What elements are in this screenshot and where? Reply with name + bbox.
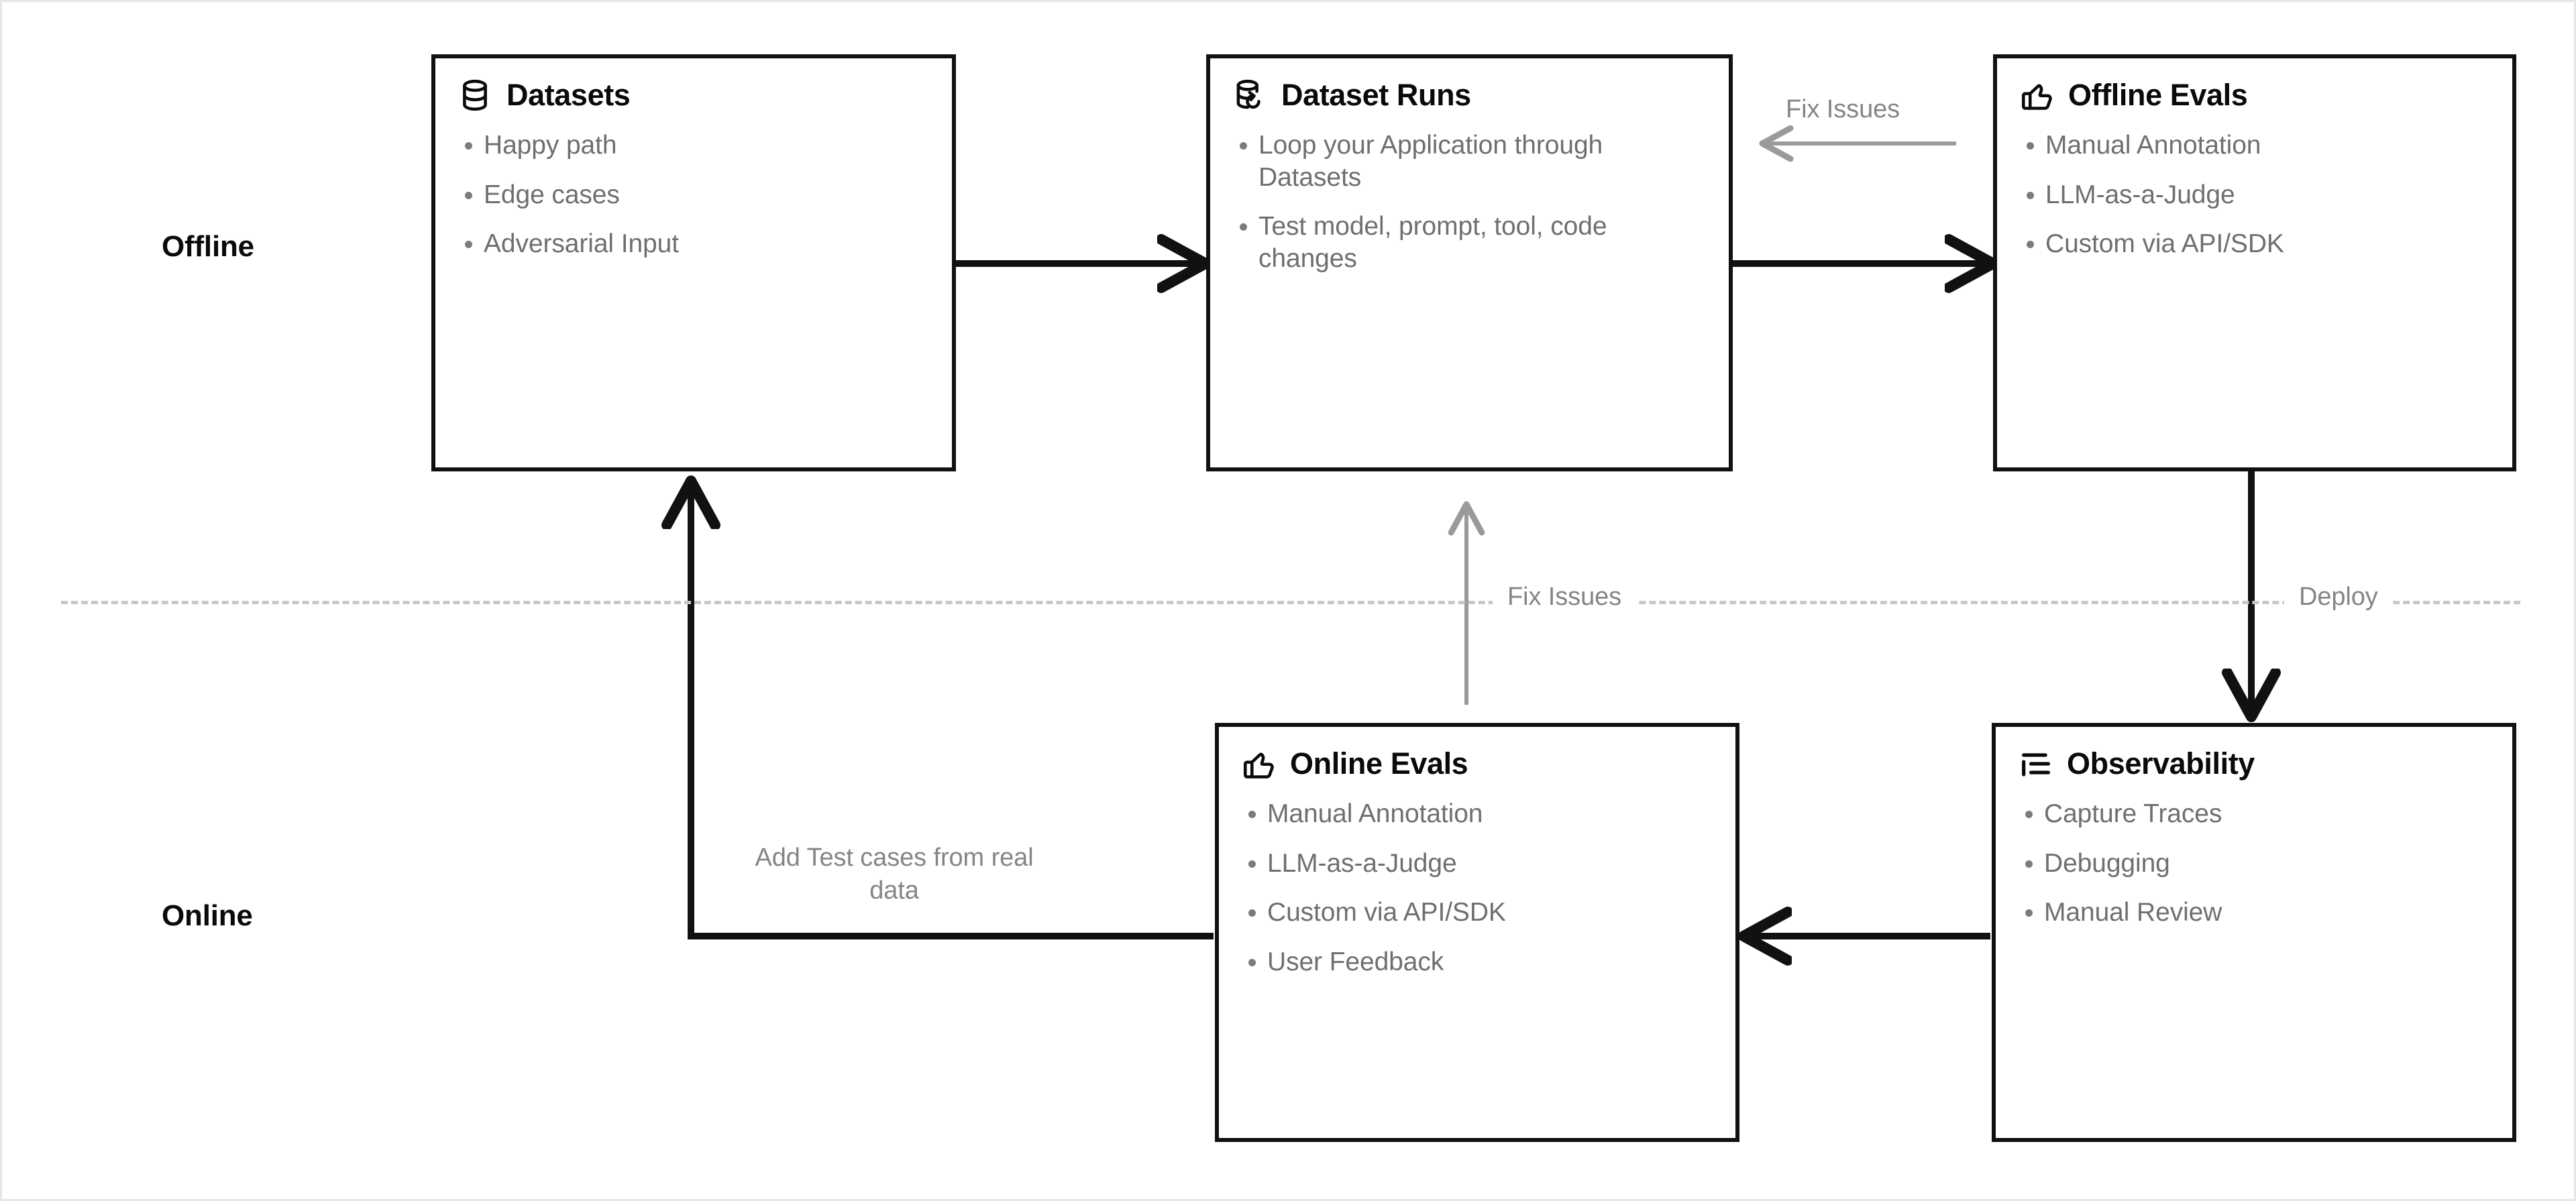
list-item: Capture Traces	[2025, 798, 2492, 830]
node-offline-evals-header: Offline Evals	[2017, 76, 2492, 115]
list-item: Manual Annotation	[2027, 129, 2492, 162]
node-datasets-list: Happy path Edge cases Adversarial Input	[455, 129, 932, 260]
list-item: Debugging	[2025, 848, 2492, 880]
node-offline-evals-title: Offline Evals	[2068, 78, 2248, 112]
thumbs-up-icon	[2017, 76, 2056, 115]
list-item: Edge cases	[465, 179, 932, 211]
edge-label-fix-issues-top: Fix Issues	[1786, 95, 1900, 123]
node-datasets-header: Datasets	[455, 76, 932, 115]
node-online-evals-list: Manual Annotation LLM-as-a-Judge Custom …	[1239, 798, 1715, 978]
list-item: Happy path	[465, 129, 932, 162]
list-item: LLM-as-a-Judge	[1248, 848, 1715, 880]
list-item: User Feedback	[1248, 946, 1715, 978]
node-offline-evals-list: Manual Annotation LLM-as-a-Judge Custom …	[2017, 129, 2492, 260]
node-online-evals-header: Online Evals	[1239, 744, 1715, 783]
node-observability[interactable]: Observability Capture Traces Debugging M…	[1992, 723, 2516, 1142]
node-dataset-runs-list: Loop your Application through Datasets T…	[1230, 129, 1709, 274]
row-label-offline: Offline	[162, 230, 254, 263]
node-dataset-runs-header: Dataset Runs	[1230, 76, 1709, 115]
node-observability-title: Observability	[2067, 746, 2255, 781]
thumbs-up-icon	[1239, 744, 1278, 783]
node-observability-list: Capture Traces Debugging Manual Review	[2016, 798, 2492, 929]
list-item: Manual Review	[2025, 897, 2492, 929]
row-label-online: Online	[162, 899, 253, 932]
node-dataset-runs-title: Dataset Runs	[1281, 78, 1471, 112]
node-online-evals-title: Online Evals	[1290, 746, 1468, 781]
list-item: Adversarial Input	[465, 228, 932, 260]
list-item: Custom via API/SDK	[1248, 897, 1715, 929]
node-dataset-runs[interactable]: Dataset Runs Loop your Application throu…	[1206, 54, 1733, 471]
node-offline-evals[interactable]: Offline Evals Manual Annotation LLM-as-a…	[1993, 54, 2516, 471]
database-restore-icon	[1230, 76, 1269, 115]
node-datasets[interactable]: Datasets Happy path Edge cases Adversari…	[431, 54, 956, 471]
list-item: Manual Annotation	[1248, 798, 1715, 830]
database-icon	[455, 76, 494, 115]
list-item: Custom via API/SDK	[2027, 228, 2492, 260]
node-observability-header: Observability	[2016, 744, 2492, 783]
divider-label-fix-issues: Fix Issues	[1493, 583, 1637, 612]
list-item: Loop your Application through Datasets	[1240, 129, 1709, 193]
node-online-evals[interactable]: Online Evals Manual Annotation LLM-as-a-…	[1215, 723, 1739, 1142]
offline-online-divider	[61, 601, 2520, 604]
list-tree-icon	[2016, 744, 2055, 783]
list-item: LLM-as-a-Judge	[2027, 179, 2492, 211]
node-datasets-title: Datasets	[506, 78, 631, 112]
edge-label-add-test-cases: Add Test cases from real data	[755, 844, 1034, 905]
divider-label-deploy: Deploy	[2284, 583, 2393, 612]
list-item: Test model, prompt, tool, code changes	[1240, 211, 1709, 274]
